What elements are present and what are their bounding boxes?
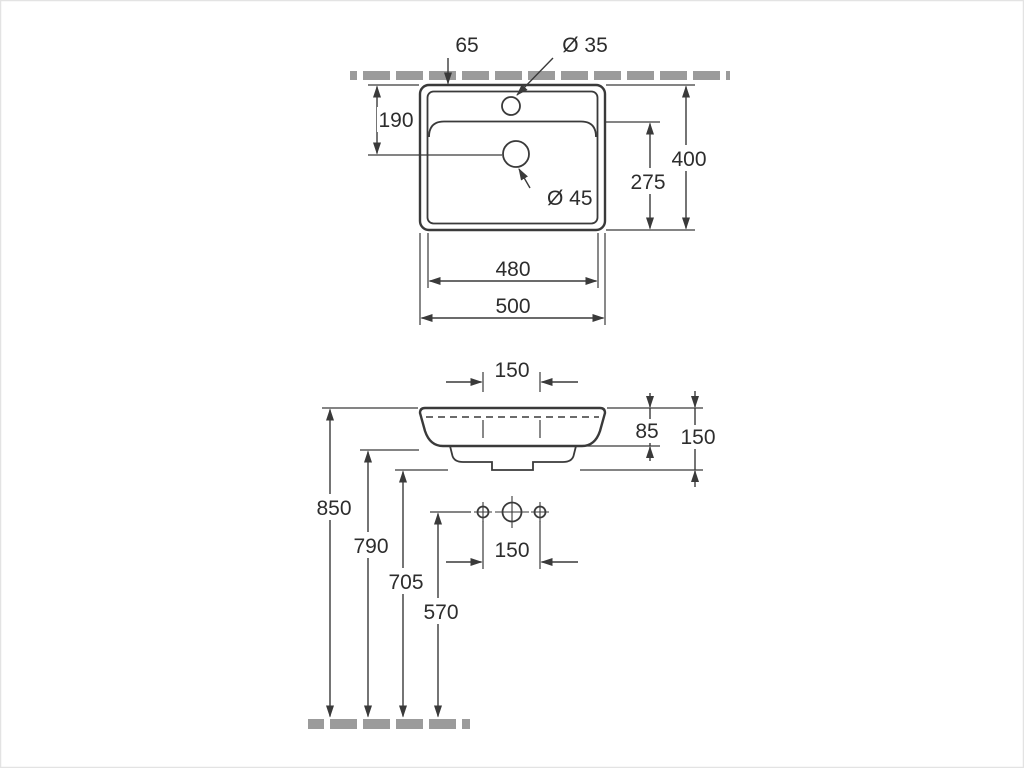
basin-outline-top	[418, 83, 607, 232]
dim-drain-diameter: Ø 45	[518, 168, 593, 210]
label-background	[632, 419, 662, 443]
dim-fixing-height: 570	[418, 511, 471, 718]
dim-label-275: 275	[630, 171, 665, 194]
dim-label-570: 570	[423, 601, 458, 624]
dim-label-65: 65	[455, 34, 478, 57]
dim-label-dia-45: Ø 45	[547, 187, 593, 210]
label-background	[348, 532, 393, 558]
fixing-holes	[474, 496, 549, 528]
bowl-edge-line	[428, 120, 597, 138]
leader-line	[516, 57, 554, 96]
label-background	[675, 425, 719, 449]
dim-tap-hole-diameter: Ø 35	[516, 34, 608, 96]
drain-hole-circle	[502, 140, 530, 168]
dim-label-85: 85	[635, 420, 658, 443]
dim-label-790: 790	[353, 535, 388, 558]
leader-line	[518, 168, 531, 189]
tap-hole-circle	[501, 96, 521, 116]
dim-apron-height: 85	[586, 393, 703, 461]
dim-label-705: 705	[388, 571, 423, 594]
dim-label-150-bottom: 150	[494, 539, 529, 562]
basin-front-outline	[418, 406, 607, 448]
dim-label-850: 850	[316, 497, 351, 520]
dim-label-500: 500	[495, 295, 530, 318]
label-background	[627, 168, 669, 194]
floor-hatch	[308, 719, 470, 729]
label-background	[667, 145, 709, 171]
dim-rear-to-drain: 190	[368, 84, 502, 156]
top-view: 65 Ø 35 Ø 45 190 275	[350, 34, 730, 325]
front-view: 150 85 150 850	[308, 359, 719, 729]
dim-label-190: 190	[378, 109, 413, 132]
dim-front-height: 150	[580, 391, 719, 487]
dim-label-150-top: 150	[494, 359, 529, 382]
dim-fixing-hole-spacing: 150	[446, 521, 578, 569]
label-background	[383, 568, 428, 594]
dim-label-480: 480	[495, 258, 530, 281]
wall-hatch	[350, 71, 730, 80]
dim-label-150-right: 150	[680, 426, 715, 449]
label-background	[418, 598, 463, 624]
label-background	[377, 107, 415, 132]
drain-fitting-outline	[449, 445, 577, 471]
dim-label-400: 400	[671, 148, 706, 171]
dim-rim-height: 850	[311, 407, 418, 718]
dim-drain-to-front: 275	[606, 121, 669, 230]
dim-tap-hole-spacing: 150	[446, 359, 578, 392]
basin-inner-rim	[426, 90, 599, 225]
dim-tap-setback: 65	[444, 34, 479, 85]
dim-trap-height: 705	[383, 469, 448, 718]
dim-inner-width: 480	[427, 233, 599, 288]
dim-depth: 400	[606, 84, 709, 231]
dim-label-dia-35: Ø 35	[562, 34, 608, 57]
dim-underside-height: 790	[348, 449, 419, 718]
label-background	[311, 494, 356, 520]
dim-overall-width: 500	[419, 233, 606, 325]
